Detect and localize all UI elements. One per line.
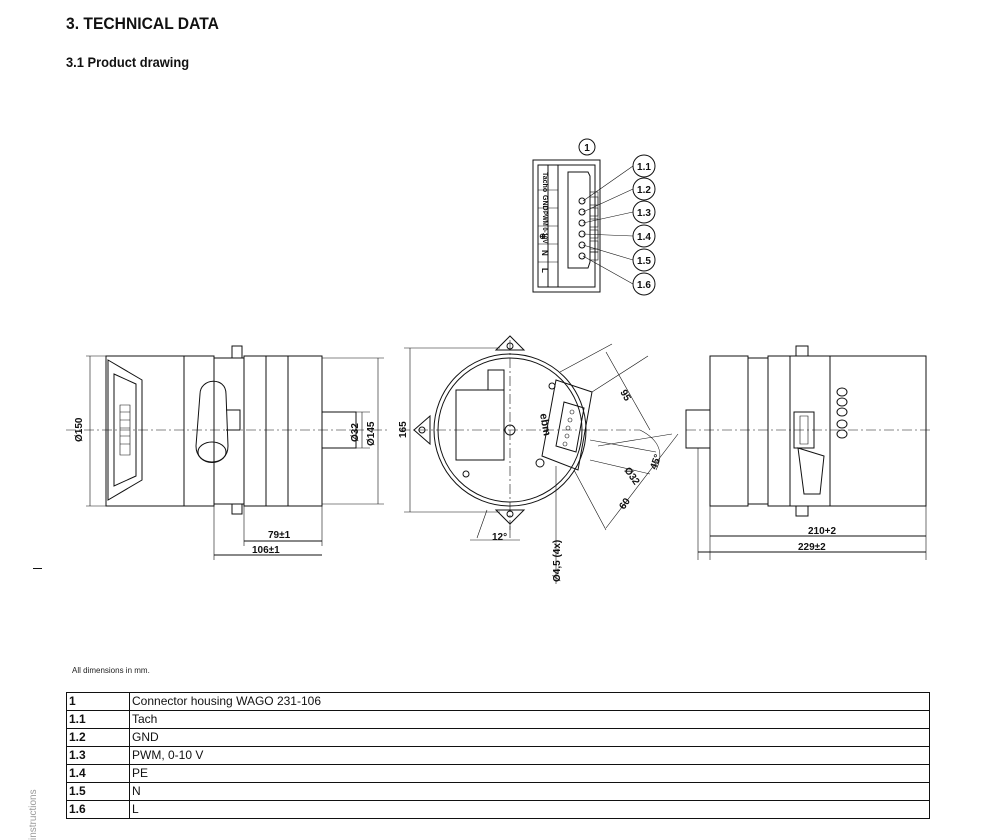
svg-text:210+2: 210+2 (808, 526, 837, 537)
subsection-heading: 3.1 Product drawing (66, 54, 190, 70)
product-drawing: 1 Tacho GND PWM 0-10V ⊕ N L 1.1 (66, 138, 930, 584)
svg-text:106±1: 106±1 (252, 545, 280, 556)
svg-text:1.3: 1.3 (637, 208, 651, 219)
svg-text:1.1: 1.1 (637, 162, 651, 173)
svg-text:L: L (540, 268, 549, 273)
side-margin-text: instructions (28, 789, 39, 840)
cable-gland-ribs (836, 387, 848, 439)
margin-mark (33, 568, 42, 569)
svg-text:⊕: ⊕ (538, 233, 547, 240)
svg-text:1.2: 1.2 (637, 185, 651, 196)
svg-text:12°: 12° (492, 532, 507, 543)
svg-text:Ø32: Ø32 (350, 423, 361, 442)
svg-text:1.4: 1.4 (637, 232, 651, 243)
svg-text:60: 60 (617, 496, 633, 512)
svg-text:165: 165 (398, 421, 409, 438)
side-view-right: 210+2 229±2 (685, 345, 930, 560)
callout-main: 1 (584, 143, 590, 154)
svg-text:1.6: 1.6 (637, 280, 651, 291)
dimensions-note: All dimensions in mm. (72, 666, 150, 675)
svg-text:Ø145: Ø145 (366, 421, 377, 446)
svg-text:79±1: 79±1 (268, 530, 291, 541)
callout-main-circle (578, 138, 596, 156)
svg-text:Ø4,5 (4x): Ø4,5 (4x) (552, 540, 563, 582)
svg-text:95: 95 (617, 388, 632, 404)
callout-leaders (582, 165, 634, 285)
svg-text:N: N (540, 250, 549, 256)
front-view: ebm 165 12° Ø4,5 (4x) 95 Ø32 45° 60 (398, 335, 679, 584)
svg-text:229±2: 229±2 (798, 542, 826, 553)
svg-text:Tacho: Tacho (541, 172, 548, 192)
brand-logo: ebm (537, 412, 553, 437)
side-view-left: Ø150 Ø32 Ø145 79±1 106±1 (66, 345, 390, 560)
svg-text:GND: GND (541, 195, 548, 211)
svg-text:1.5: 1.5 (637, 256, 651, 267)
callout-bubbles: 1.1 1.2 1.3 1.4 1.5 1.6 (632, 154, 656, 296)
terminal-labels: Tacho GND PWM 0-10V ⊕ N L (538, 172, 549, 273)
svg-text:PWM 0-10V: PWM 0-10V (541, 211, 547, 243)
svg-text:Ø150: Ø150 (74, 417, 85, 442)
section-heading: 3. TECHNICAL DATA (66, 14, 219, 33)
connector-detail: 1 Tacho GND PWM 0-10V ⊕ N L 1.1 (532, 138, 656, 296)
svg-text:Ø32: Ø32 (622, 465, 642, 487)
